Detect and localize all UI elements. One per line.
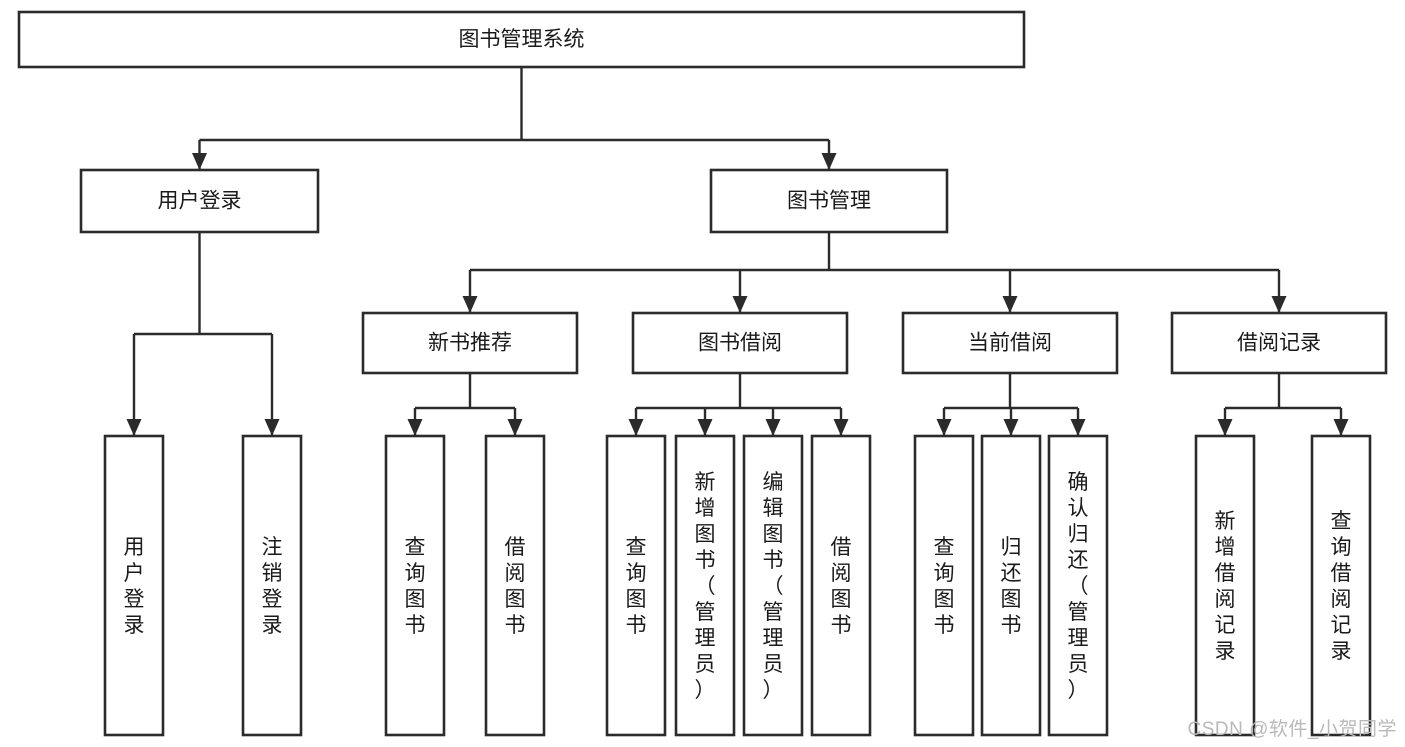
node-label: 借阅记录 (1237, 332, 1321, 355)
node-level3-当前借阅[interactable]: 当前借阅 (901, 311, 1119, 375)
arrow-head-icon (936, 419, 952, 436)
arrow-head-icon (462, 296, 478, 313)
arrow-head-icon (628, 419, 644, 436)
node-rect[interactable] (384, 434, 446, 737)
arrow-head-icon (1333, 419, 1349, 436)
node-level3-新书推荐[interactable]: 新书推荐 (361, 311, 579, 375)
node-rect[interactable] (913, 434, 975, 737)
arrow-head-icon (126, 419, 142, 436)
node-root-图书管理系统[interactable]: 图书管理系统 (17, 10, 1026, 69)
connector-layer (126, 67, 1349, 436)
node-leaf-确认归还管理员[interactable]: 确认归还（管理员） (1047, 434, 1109, 737)
node-rect[interactable] (980, 434, 1042, 737)
node-level2-图书管理[interactable]: 图书管理 (709, 168, 949, 234)
node-rect[interactable] (79, 168, 320, 234)
node-label: 查询图书 (934, 536, 955, 637)
node-label: 图书管理 (787, 190, 871, 213)
node-rect[interactable] (17, 10, 1026, 69)
node-label: 编辑图书（管理员） (763, 471, 784, 702)
node-leaf-用户登录[interactable]: 用户登录 (103, 434, 165, 737)
node-leaf-查询图书[interactable]: 查询图书 (913, 434, 975, 737)
node-leaf-借阅图书[interactable]: 借阅图书 (810, 434, 872, 737)
node-rect[interactable] (103, 434, 165, 737)
arrow-head-icon (765, 419, 781, 436)
arrow-head-icon (732, 296, 748, 313)
node-leaf-新增图书管理员[interactable]: 新增图书（管理员） (674, 434, 736, 737)
node-label: 图书管理系统 (459, 28, 585, 51)
node-leaf-注销登录[interactable]: 注销登录 (241, 434, 303, 737)
node-rect[interactable] (631, 311, 849, 375)
node-label: 当前借阅 (968, 332, 1052, 355)
node-leaf-归还图书[interactable]: 归还图书 (980, 434, 1042, 737)
arrow-head-icon (264, 419, 280, 436)
arrow-head-icon (407, 419, 423, 436)
arrow-head-icon (833, 419, 849, 436)
node-rect[interactable] (1047, 434, 1109, 737)
node-label: 图书借阅 (698, 332, 782, 355)
node-rect[interactable] (1310, 434, 1372, 737)
node-level2-用户登录[interactable]: 用户登录 (79, 168, 320, 234)
arrow-head-icon (1002, 296, 1018, 313)
node-leaf-查询图书[interactable]: 查询图书 (384, 434, 446, 737)
node-label: 查询图书 (626, 536, 647, 637)
arrow-head-icon (821, 153, 837, 170)
node-label: 新增图书（管理员） (695, 471, 716, 702)
node-label: 归还图书 (1001, 536, 1022, 637)
arrow-head-icon (697, 419, 713, 436)
node-rect[interactable] (484, 434, 546, 737)
node-label: 新书推荐 (428, 332, 512, 355)
node-label: 借阅图书 (831, 536, 852, 637)
node-label: 用户登录 (158, 190, 242, 213)
node-rect[interactable] (674, 434, 736, 737)
node-rect[interactable] (241, 434, 303, 737)
node-level3-借阅记录[interactable]: 借阅记录 (1170, 311, 1388, 375)
node-leaf-查询借阅记录[interactable]: 查询借阅记录 (1310, 434, 1372, 737)
node-rect[interactable] (810, 434, 872, 737)
arrow-head-icon (507, 419, 523, 436)
node-label: 用户登录 (124, 536, 145, 637)
node-leaf-新增借阅记录[interactable]: 新增借阅记录 (1194, 434, 1256, 737)
node-rect[interactable] (709, 168, 949, 234)
arrow-head-icon (192, 153, 207, 170)
node-rect[interactable] (901, 311, 1119, 375)
node-layer: 图书管理系统用户登录图书管理新书推荐图书借阅当前借阅借阅记录用户登录注销登录查询… (17, 10, 1388, 737)
node-level3-图书借阅[interactable]: 图书借阅 (631, 311, 849, 375)
node-label: 新增借阅记录 (1215, 510, 1236, 663)
node-leaf-编辑图书管理员[interactable]: 编辑图书（管理员） (742, 434, 804, 737)
node-rect[interactable] (1170, 311, 1388, 375)
node-label: 查询借阅记录 (1331, 510, 1352, 663)
arrow-head-icon (1271, 296, 1287, 313)
node-rect[interactable] (1194, 434, 1256, 737)
node-label: 借阅图书 (505, 536, 526, 637)
node-leaf-查询图书[interactable]: 查询图书 (605, 434, 667, 737)
node-rect[interactable] (605, 434, 667, 737)
node-label: 注销登录 (262, 536, 283, 637)
node-rect[interactable] (361, 311, 579, 375)
node-rect[interactable] (742, 434, 804, 737)
node-label: 确认归还（管理员） (1068, 471, 1089, 702)
arrow-head-icon (1070, 419, 1086, 436)
node-leaf-借阅图书[interactable]: 借阅图书 (484, 434, 546, 737)
node-label: 查询图书 (405, 536, 426, 637)
arrow-head-icon (1003, 419, 1019, 436)
arrow-head-icon (1217, 419, 1233, 436)
